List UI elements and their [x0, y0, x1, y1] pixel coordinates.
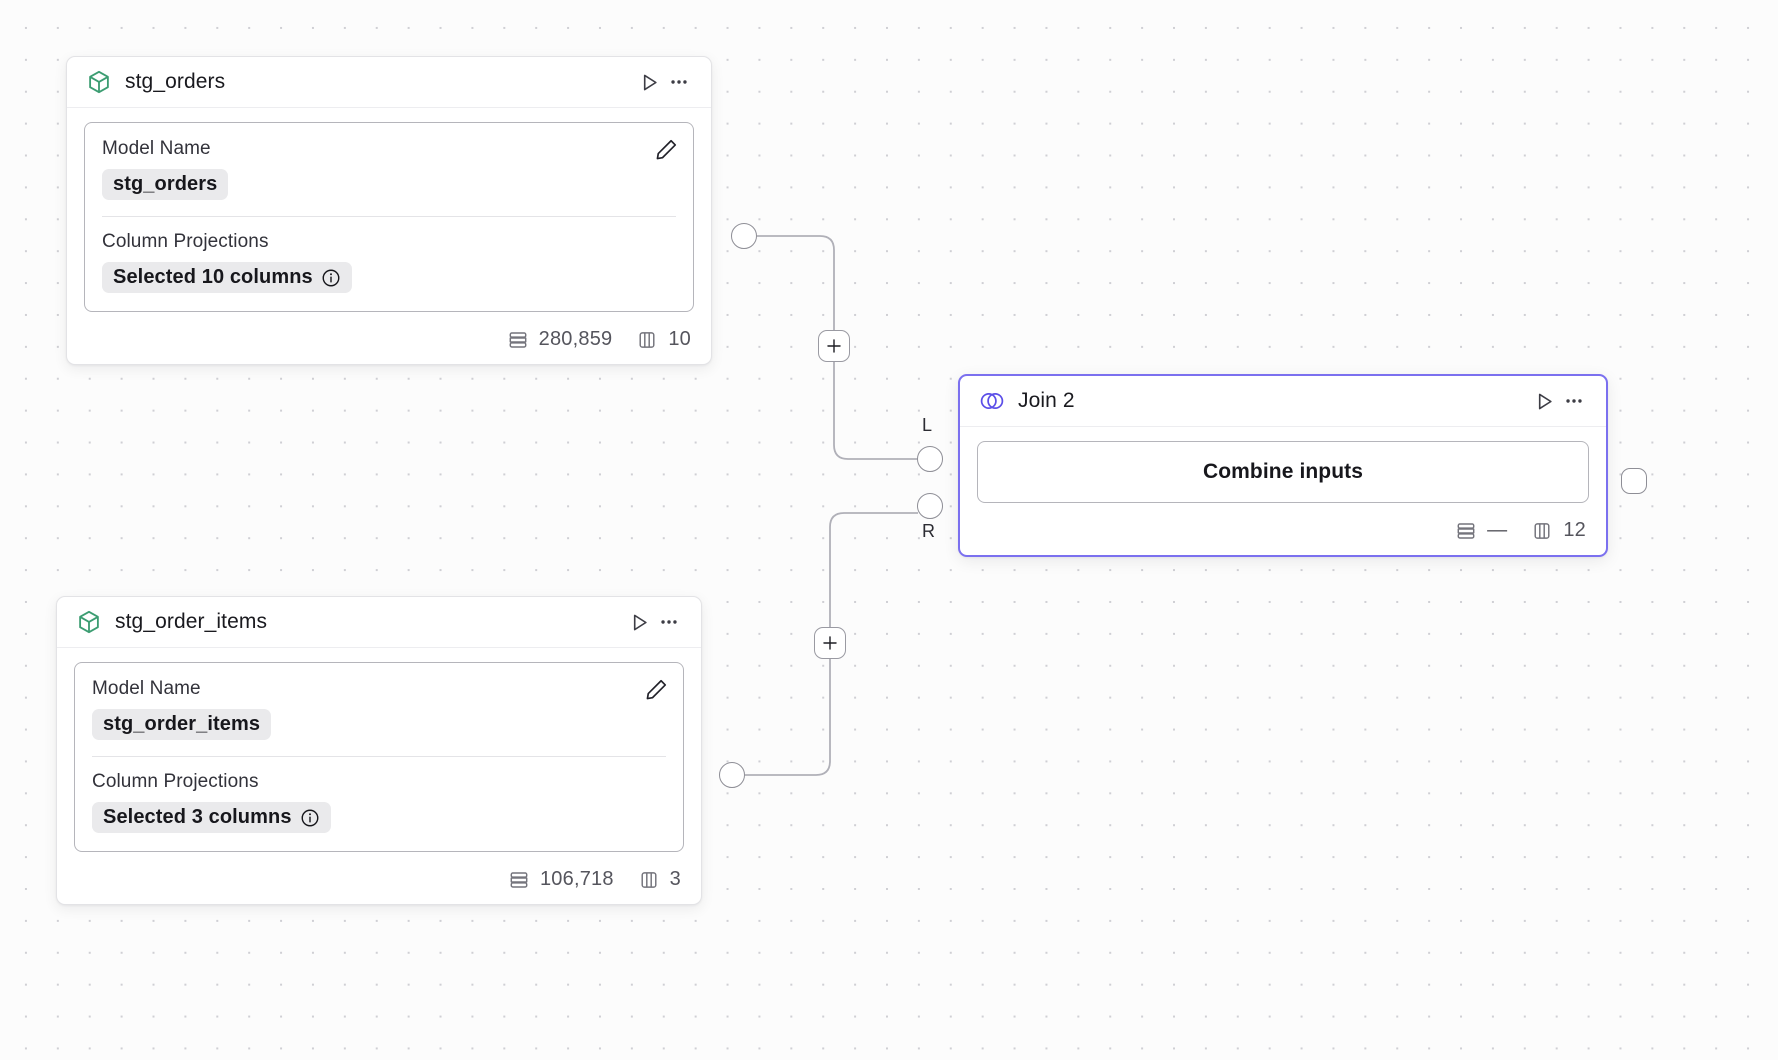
- field-label-column-projections: Column Projections: [102, 231, 269, 252]
- node-header: stg_orders: [67, 57, 711, 108]
- rows-count: —: [1487, 519, 1508, 541]
- input-port-label-left: L: [922, 415, 933, 435]
- rows-icon: [1455, 520, 1477, 542]
- columns-icon: [636, 329, 658, 351]
- columns-icon: [638, 869, 660, 891]
- run-node-button[interactable]: [1529, 386, 1559, 416]
- input-port-join-left[interactable]: [917, 446, 943, 472]
- node-menu-button[interactable]: [1559, 386, 1589, 416]
- column-projections-value[interactable]: Selected 3 columns: [92, 802, 331, 833]
- output-port-join-2[interactable]: [1621, 468, 1647, 494]
- node-footer: 106,718 3: [57, 858, 701, 904]
- info-icon[interactable]: [300, 808, 320, 828]
- model-config-box: Model Name stg_order_items Column Projec…: [74, 662, 684, 852]
- add-node-on-edge-bottom[interactable]: [814, 627, 846, 659]
- cube-icon: [76, 609, 102, 635]
- column-projections-text: Selected 3 columns: [103, 806, 292, 828]
- plus-icon: [820, 633, 840, 653]
- model-name-text: stg_orders: [113, 173, 218, 195]
- node-menu-button[interactable]: [654, 607, 684, 637]
- rows-count: 106,718: [539, 868, 614, 890]
- plus-icon: [824, 336, 844, 356]
- run-node-button[interactable]: [634, 67, 664, 97]
- pencil-icon[interactable]: [652, 135, 680, 163]
- columns-count: 10: [668, 328, 691, 350]
- node-stg-orders[interactable]: stg_orders: [66, 56, 712, 365]
- rows-stat: 106,718: [508, 868, 614, 891]
- rows-icon: [507, 329, 529, 351]
- columns-stat: 12: [1531, 519, 1586, 542]
- field-divider: [92, 756, 666, 757]
- output-port-stg-orders[interactable]: [731, 223, 757, 249]
- node-body: Model Name stg_order_items Column Projec…: [57, 648, 701, 858]
- model-name-value[interactable]: stg_order_items: [92, 709, 272, 740]
- run-node-button[interactable]: [624, 607, 654, 637]
- node-body: Model Name stg_orders Column Projections…: [67, 108, 711, 318]
- field-divider: [102, 216, 676, 217]
- model-config-box: Model Name stg_orders Column Projections…: [84, 122, 694, 312]
- rows-stat: 280,859: [507, 328, 613, 351]
- column-projections-text: Selected 10 columns: [113, 266, 313, 288]
- combine-inputs-button[interactable]: Combine inputs: [977, 441, 1589, 503]
- node-join-2[interactable]: Join 2 Combine inputs: [958, 374, 1608, 557]
- node-footer: 280,859 10: [67, 318, 711, 364]
- rows-stat: —: [1455, 519, 1507, 542]
- node-header: Join 2: [960, 376, 1606, 427]
- columns-count: 12: [1563, 519, 1586, 541]
- node-stg-order-items[interactable]: stg_order_items: [56, 596, 702, 905]
- node-title: Join 2: [1018, 389, 1075, 412]
- node-menu-button[interactable]: [664, 67, 694, 97]
- field-label-model-name: Model Name: [92, 678, 201, 699]
- column-projections-value[interactable]: Selected 10 columns: [102, 262, 352, 293]
- columns-stat: 3: [638, 868, 681, 891]
- cube-icon: [86, 69, 112, 95]
- info-icon[interactable]: [321, 268, 341, 288]
- columns-icon: [1531, 520, 1553, 542]
- node-title: stg_order_items: [115, 610, 268, 633]
- columns-count: 3: [669, 868, 681, 890]
- columns-stat: 10: [636, 328, 691, 351]
- node-header: stg_order_items: [57, 597, 701, 648]
- model-name-text: stg_order_items: [103, 713, 261, 735]
- rows-icon: [508, 869, 530, 891]
- node-body: Combine inputs: [960, 427, 1606, 509]
- add-node-on-edge-top[interactable]: [818, 330, 850, 362]
- node-footer: — 12: [960, 509, 1606, 555]
- venn-join-icon: [979, 388, 1005, 414]
- pencil-icon[interactable]: [642, 675, 670, 703]
- field-label-column-projections: Column Projections: [92, 771, 259, 792]
- model-name-value[interactable]: stg_orders: [102, 169, 229, 200]
- input-port-label-right: R: [922, 521, 936, 541]
- output-port-stg-order-items[interactable]: [719, 762, 745, 788]
- rows-count: 280,859: [538, 328, 613, 350]
- node-title: stg_orders: [125, 70, 226, 93]
- field-label-model-name: Model Name: [102, 138, 211, 159]
- input-port-join-right[interactable]: [917, 493, 943, 519]
